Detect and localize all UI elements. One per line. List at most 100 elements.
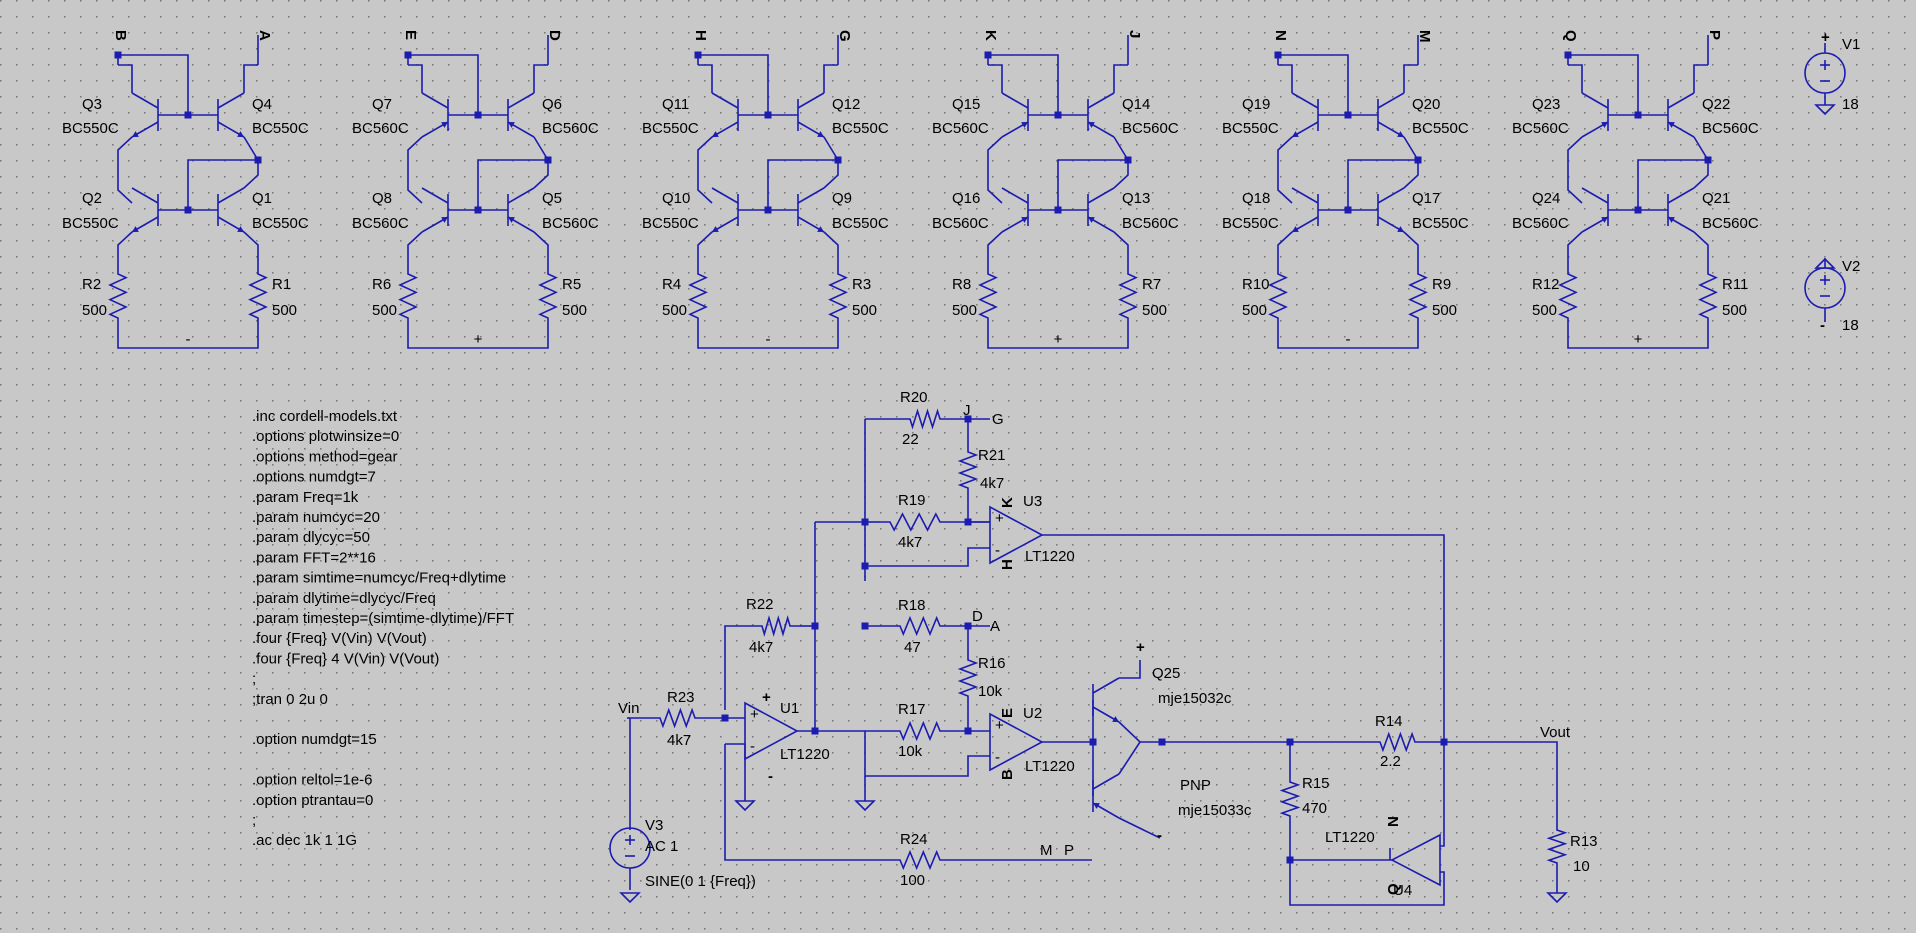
- emitter-arrow: [817, 131, 824, 137]
- transistor-ref: Q24: [1532, 190, 1560, 207]
- supply-label: +: [1634, 331, 1643, 348]
- junction-dot: [764, 206, 772, 214]
- resistor[interactable]: [1370, 731, 1425, 753]
- wire: [1289, 860, 1445, 906]
- resistor[interactable]: [828, 262, 848, 330]
- opamp-ref: U3: [1023, 493, 1042, 510]
- resistor[interactable]: [900, 408, 950, 430]
- resistor[interactable]: [1118, 262, 1138, 330]
- emitter-arrow: [441, 217, 448, 223]
- bjt-transistor[interactable]: [131, 187, 159, 233]
- collector-lead: [507, 92, 535, 109]
- bjt-transistor[interactable]: [507, 92, 535, 138]
- resistor[interactable]: [890, 615, 950, 637]
- ground-symbol: [854, 800, 876, 812]
- resistor[interactable]: [1698, 262, 1718, 330]
- resistor[interactable]: [688, 262, 708, 330]
- bjt-transistor[interactable]: [217, 92, 245, 138]
- junction-dot: [1634, 206, 1642, 214]
- collector-lead: [1291, 92, 1319, 109]
- resistor-value: 4k7: [749, 639, 773, 656]
- wire: [407, 330, 549, 349]
- opamp-model: LT1220: [1025, 758, 1075, 775]
- bjt-transistor[interactable]: [1581, 187, 1609, 233]
- transistor-ref: Q6: [542, 96, 562, 113]
- wire: [767, 159, 838, 210]
- wire: [1567, 330, 1709, 349]
- wire: [1403, 64, 1418, 93]
- collector-lead: [131, 92, 159, 109]
- bjt-transistor[interactable]: [1087, 187, 1115, 233]
- collector-lead: [217, 187, 245, 204]
- junction-dot: [721, 714, 729, 722]
- bjt-transistor[interactable]: [1667, 187, 1695, 233]
- net-label: H: [999, 559, 1016, 570]
- wire: [117, 330, 259, 349]
- resistor-value: 10: [1573, 858, 1590, 875]
- collector-lead: [1001, 92, 1029, 109]
- resistor[interactable]: [1279, 770, 1301, 828]
- resistor[interactable]: [957, 440, 979, 500]
- resistor[interactable]: [538, 262, 558, 330]
- transistor-model: BC560C: [1512, 120, 1569, 137]
- collector-lead: [131, 187, 159, 204]
- resistor-ref: R19: [898, 492, 926, 509]
- transistor-ref: Q20: [1412, 96, 1440, 113]
- opamp-u3[interactable]: +-: [989, 505, 1044, 565]
- bjt-transistor[interactable]: [1092, 773, 1120, 819]
- wire: [1637, 159, 1708, 210]
- bjt-transistor[interactable]: [131, 92, 159, 138]
- junction-dot: [1344, 111, 1352, 119]
- resistor[interactable]: [1558, 262, 1578, 330]
- resistor[interactable]: [1408, 262, 1428, 330]
- junction-dot: [474, 111, 482, 119]
- wire: [697, 136, 713, 204]
- collector-lead: [421, 187, 449, 204]
- collector-lead: [1092, 677, 1120, 694]
- wire: [1440, 742, 1445, 847]
- resistor[interactable]: [398, 262, 418, 330]
- resistor[interactable]: [1546, 818, 1568, 875]
- resistor-body: [1546, 818, 1568, 875]
- resistor[interactable]: [880, 512, 950, 532]
- opamp-u2[interactable]: +-: [989, 712, 1044, 772]
- resistor-ref: R10: [1242, 276, 1270, 293]
- wire: [987, 231, 1003, 262]
- spice-directive-line: ;: [252, 671, 256, 688]
- wire: [1347, 159, 1418, 210]
- resistor[interactable]: [978, 262, 998, 330]
- transistor-model: BC550C: [1412, 120, 1469, 137]
- resistor[interactable]: [957, 648, 979, 708]
- emitter-arrow: [1292, 131, 1299, 137]
- opamp-u1[interactable]: +-: [744, 701, 799, 761]
- transistor-model: BC560C: [1702, 120, 1759, 137]
- bjt-transistor[interactable]: [1001, 187, 1029, 233]
- resistor[interactable]: [752, 615, 800, 637]
- wire: [1277, 231, 1293, 262]
- wire: [1278, 64, 1293, 93]
- spice-directive-line: .options plotwinsize=0: [252, 428, 399, 445]
- resistor-body: [1268, 262, 1288, 330]
- resistor[interactable]: [1268, 262, 1288, 330]
- bjt-transistor[interactable]: [1092, 677, 1120, 723]
- resistor[interactable]: [108, 262, 128, 330]
- bjt-transistor[interactable]: [507, 187, 535, 233]
- junction-dot: [811, 622, 819, 630]
- opamp-u4[interactable]: [1389, 833, 1441, 887]
- wire: [407, 136, 423, 204]
- bjt-transistor[interactable]: [1667, 92, 1695, 138]
- resistor[interactable]: [890, 849, 950, 871]
- resistor-value: 500: [1142, 302, 1167, 319]
- resistor[interactable]: [650, 707, 705, 729]
- transistor-ref: Q8: [372, 190, 392, 207]
- resistor[interactable]: [248, 262, 268, 330]
- resistor-body: [957, 648, 979, 708]
- resistor-ref: R24: [900, 831, 928, 848]
- net-label: K: [999, 497, 1016, 508]
- spice-directive-line: .param Freq=1k: [252, 489, 359, 506]
- resistor-body: [108, 262, 128, 330]
- resistor[interactable]: [890, 720, 950, 742]
